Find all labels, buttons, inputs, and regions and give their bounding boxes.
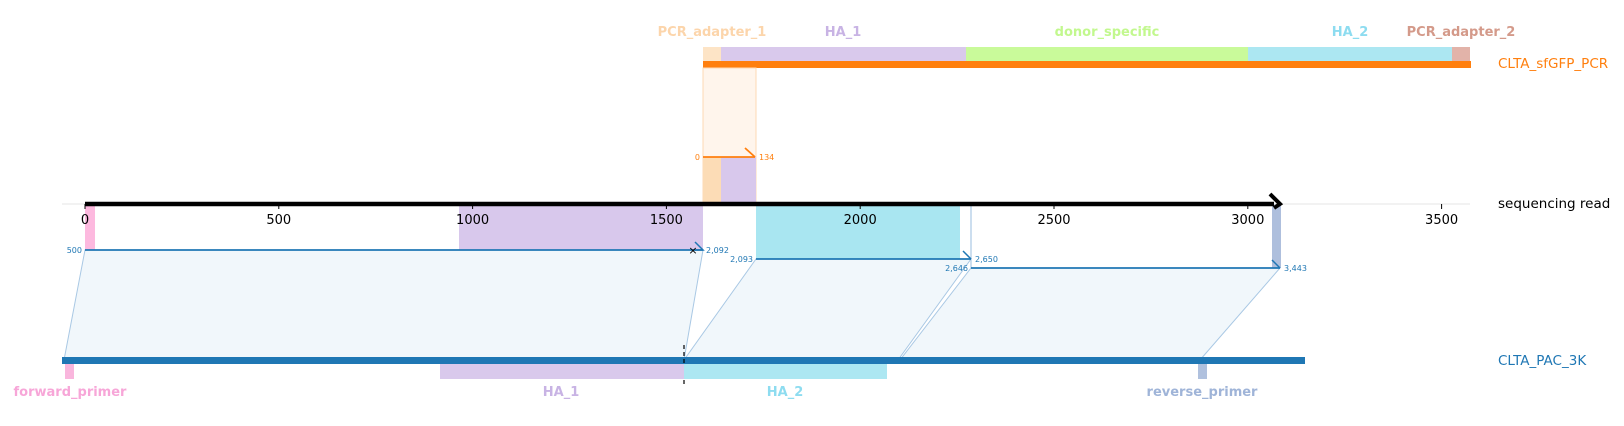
axis-tick-label: 500 bbox=[266, 213, 291, 228]
plasmid-alignment-arrow-3-head bbox=[1271, 259, 1281, 269]
plasmid-alignment-arrow-1-head bbox=[694, 241, 705, 251]
pcr-template-track-line bbox=[703, 61, 1471, 68]
top-feature-donor-specific-bar bbox=[966, 47, 1248, 62]
plasmid-alignment-2-end-label: 2,650 bbox=[975, 255, 998, 264]
bottom-feature-ha-2-bar bbox=[684, 364, 887, 379]
bottom-feature-label-ha-2: HA_2 bbox=[767, 385, 804, 400]
axis-tick-label: 3000 bbox=[1231, 213, 1264, 228]
read-reverse-primer-region bbox=[1272, 204, 1281, 268]
read-forward-primer-region bbox=[85, 204, 95, 250]
top-feature-label-ha-2: HA_2 bbox=[1332, 25, 1369, 40]
top-feature-ha-1-bar bbox=[721, 47, 966, 62]
plasmid-alignment-band-1 bbox=[63, 249, 704, 361]
sequencing-read-arrow-head bbox=[1268, 192, 1284, 210]
pcr-template-track-label: CLTA_sfGFP_PCR bbox=[1498, 56, 1608, 72]
top-feature-label-donor-specific: donor_specific bbox=[1055, 25, 1160, 40]
top-feature-pcr-adapter-2-bar bbox=[1452, 47, 1470, 62]
read-ha-1-region-upper bbox=[721, 157, 756, 204]
axis-tick-label: 0 bbox=[81, 213, 89, 228]
top-feature-pcr-adapter-1-bar bbox=[703, 47, 721, 62]
plasmid-alignment-3-start-label: 2,646 bbox=[945, 264, 968, 273]
read-ha-2-region bbox=[756, 204, 960, 259]
axis-tick-label: 1500 bbox=[650, 213, 683, 228]
pcr-alignment-start-label: 0 bbox=[695, 153, 700, 162]
bottom-feature-reverse-primer-bar bbox=[1198, 364, 1207, 379]
read-ha-1-region-lower bbox=[459, 204, 703, 250]
pcr-alignment-end-label: 134 bbox=[759, 153, 774, 162]
read-pcr-adapter-1-region bbox=[703, 157, 721, 204]
plasmid-alignment-arrow-2-head bbox=[962, 250, 972, 260]
bottom-feature-label-ha-1: HA_1 bbox=[543, 385, 580, 400]
axis-tick-label: 3500 bbox=[1425, 213, 1458, 228]
sequencing-read-track-label: sequencing read bbox=[1498, 196, 1610, 212]
plasmid-alignment-band-3 bbox=[898, 267, 1282, 361]
plasmid-track-label: CLTA_PAC_3K bbox=[1498, 353, 1587, 369]
axis-tick-label: 2000 bbox=[844, 213, 877, 228]
bottom-feature-label-forward-primer: forward_primer bbox=[14, 385, 128, 400]
bottom-feature-ha-1-bar bbox=[440, 364, 684, 379]
pcr-alignment-arrow-head bbox=[744, 147, 756, 158]
top-feature-label-pcr-adapter-1: PCR_adapter_1 bbox=[658, 25, 767, 40]
top-feature-bars bbox=[703, 47, 1470, 62]
axis-tick-label: 1000 bbox=[456, 213, 489, 228]
plasmid-alignment-3-end-label: 3,443 bbox=[1284, 264, 1307, 273]
plasmid-alignment-1-end-label: 2,092 bbox=[706, 246, 729, 255]
top-feature-label-ha-1: HA_1 bbox=[825, 25, 862, 40]
plasmid-alignment-1-start-label: 500 bbox=[67, 246, 82, 255]
plasmid-alignment-2-start-label: 2,093 bbox=[730, 255, 753, 264]
axis-tick-label: 2500 bbox=[1037, 213, 1070, 228]
top-feature-label-pcr-adapter-2: PCR_adapter_2 bbox=[1407, 25, 1516, 40]
bottom-feature-forward-primer-bar bbox=[65, 364, 74, 379]
bottom-feature-label-reverse-primer: reverse_primer bbox=[1147, 385, 1259, 400]
top-feature-ha-2-bar bbox=[1248, 47, 1452, 62]
axis-ticks: 0 500 1000 1500 2000 2500 3000 3500 bbox=[81, 204, 1458, 228]
plasmid-alignment-mismatch-mark: × bbox=[688, 244, 697, 257]
